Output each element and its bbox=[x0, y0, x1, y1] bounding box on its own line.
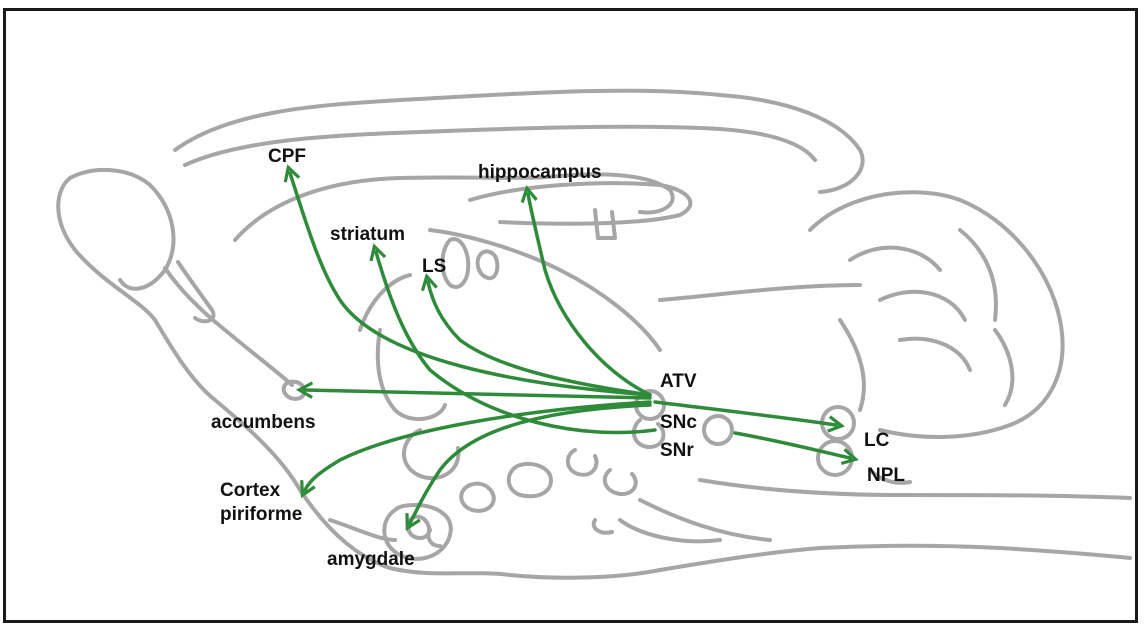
label-snc: SNc bbox=[660, 412, 697, 434]
label-lc: LC bbox=[864, 430, 889, 452]
ventral-blob-3 bbox=[568, 450, 597, 475]
cerebellum-fold-4 bbox=[960, 230, 996, 320]
pons bbox=[640, 500, 770, 540]
cerebellum-fold-6 bbox=[840, 320, 864, 410]
small-ventral-oval bbox=[594, 520, 612, 533]
label-snr: SNr bbox=[660, 440, 694, 462]
arrow-atv-to-cpf bbox=[290, 173, 650, 395]
brainstem-ventral bbox=[700, 480, 1130, 498]
label-striatum: striatum bbox=[330, 224, 405, 246]
amygdala-inner-2 bbox=[428, 530, 440, 546]
small-oval-1 bbox=[478, 251, 498, 278]
label-hippocampus: hippocampus bbox=[478, 162, 602, 184]
snc-circle bbox=[704, 416, 732, 444]
label-atv: ATV bbox=[660, 371, 697, 393]
ventral-blob-2 bbox=[461, 484, 494, 511]
label-ls: LS bbox=[422, 256, 446, 278]
label-npl: NPL bbox=[867, 465, 905, 487]
label-amygdale: amygdale bbox=[327, 549, 415, 571]
cerebellum-fold-5 bbox=[995, 330, 1012, 405]
label-cortex-piriforme-line2: piriforme bbox=[220, 504, 302, 526]
arrow-atv-to-cortex-piriforme bbox=[305, 402, 650, 490]
arrow-atv-to-ls bbox=[428, 282, 650, 395]
label-cpf: CPF bbox=[268, 146, 306, 168]
cerebellum-fold-3 bbox=[900, 339, 970, 370]
hippocampus-outline bbox=[470, 183, 690, 224]
cerebellum-outer bbox=[810, 192, 1063, 437]
cerebellum-fold-1 bbox=[850, 248, 940, 270]
label-accumbens: accumbens bbox=[211, 412, 316, 434]
olfactory-bulb bbox=[70, 170, 173, 289]
ventral-blob-4 bbox=[605, 470, 636, 494]
ventral-curve bbox=[620, 520, 720, 541]
ls-oval bbox=[443, 239, 469, 287]
brainstem-dorsal bbox=[660, 285, 860, 300]
label-cortex-piriforme-line1: Cortex bbox=[220, 480, 280, 502]
cerebellum-fold-2 bbox=[880, 292, 965, 320]
ventral-blob-1 bbox=[509, 464, 551, 496]
hypothalamus-blob bbox=[404, 430, 459, 478]
accumbens-nucleus bbox=[284, 382, 305, 399]
